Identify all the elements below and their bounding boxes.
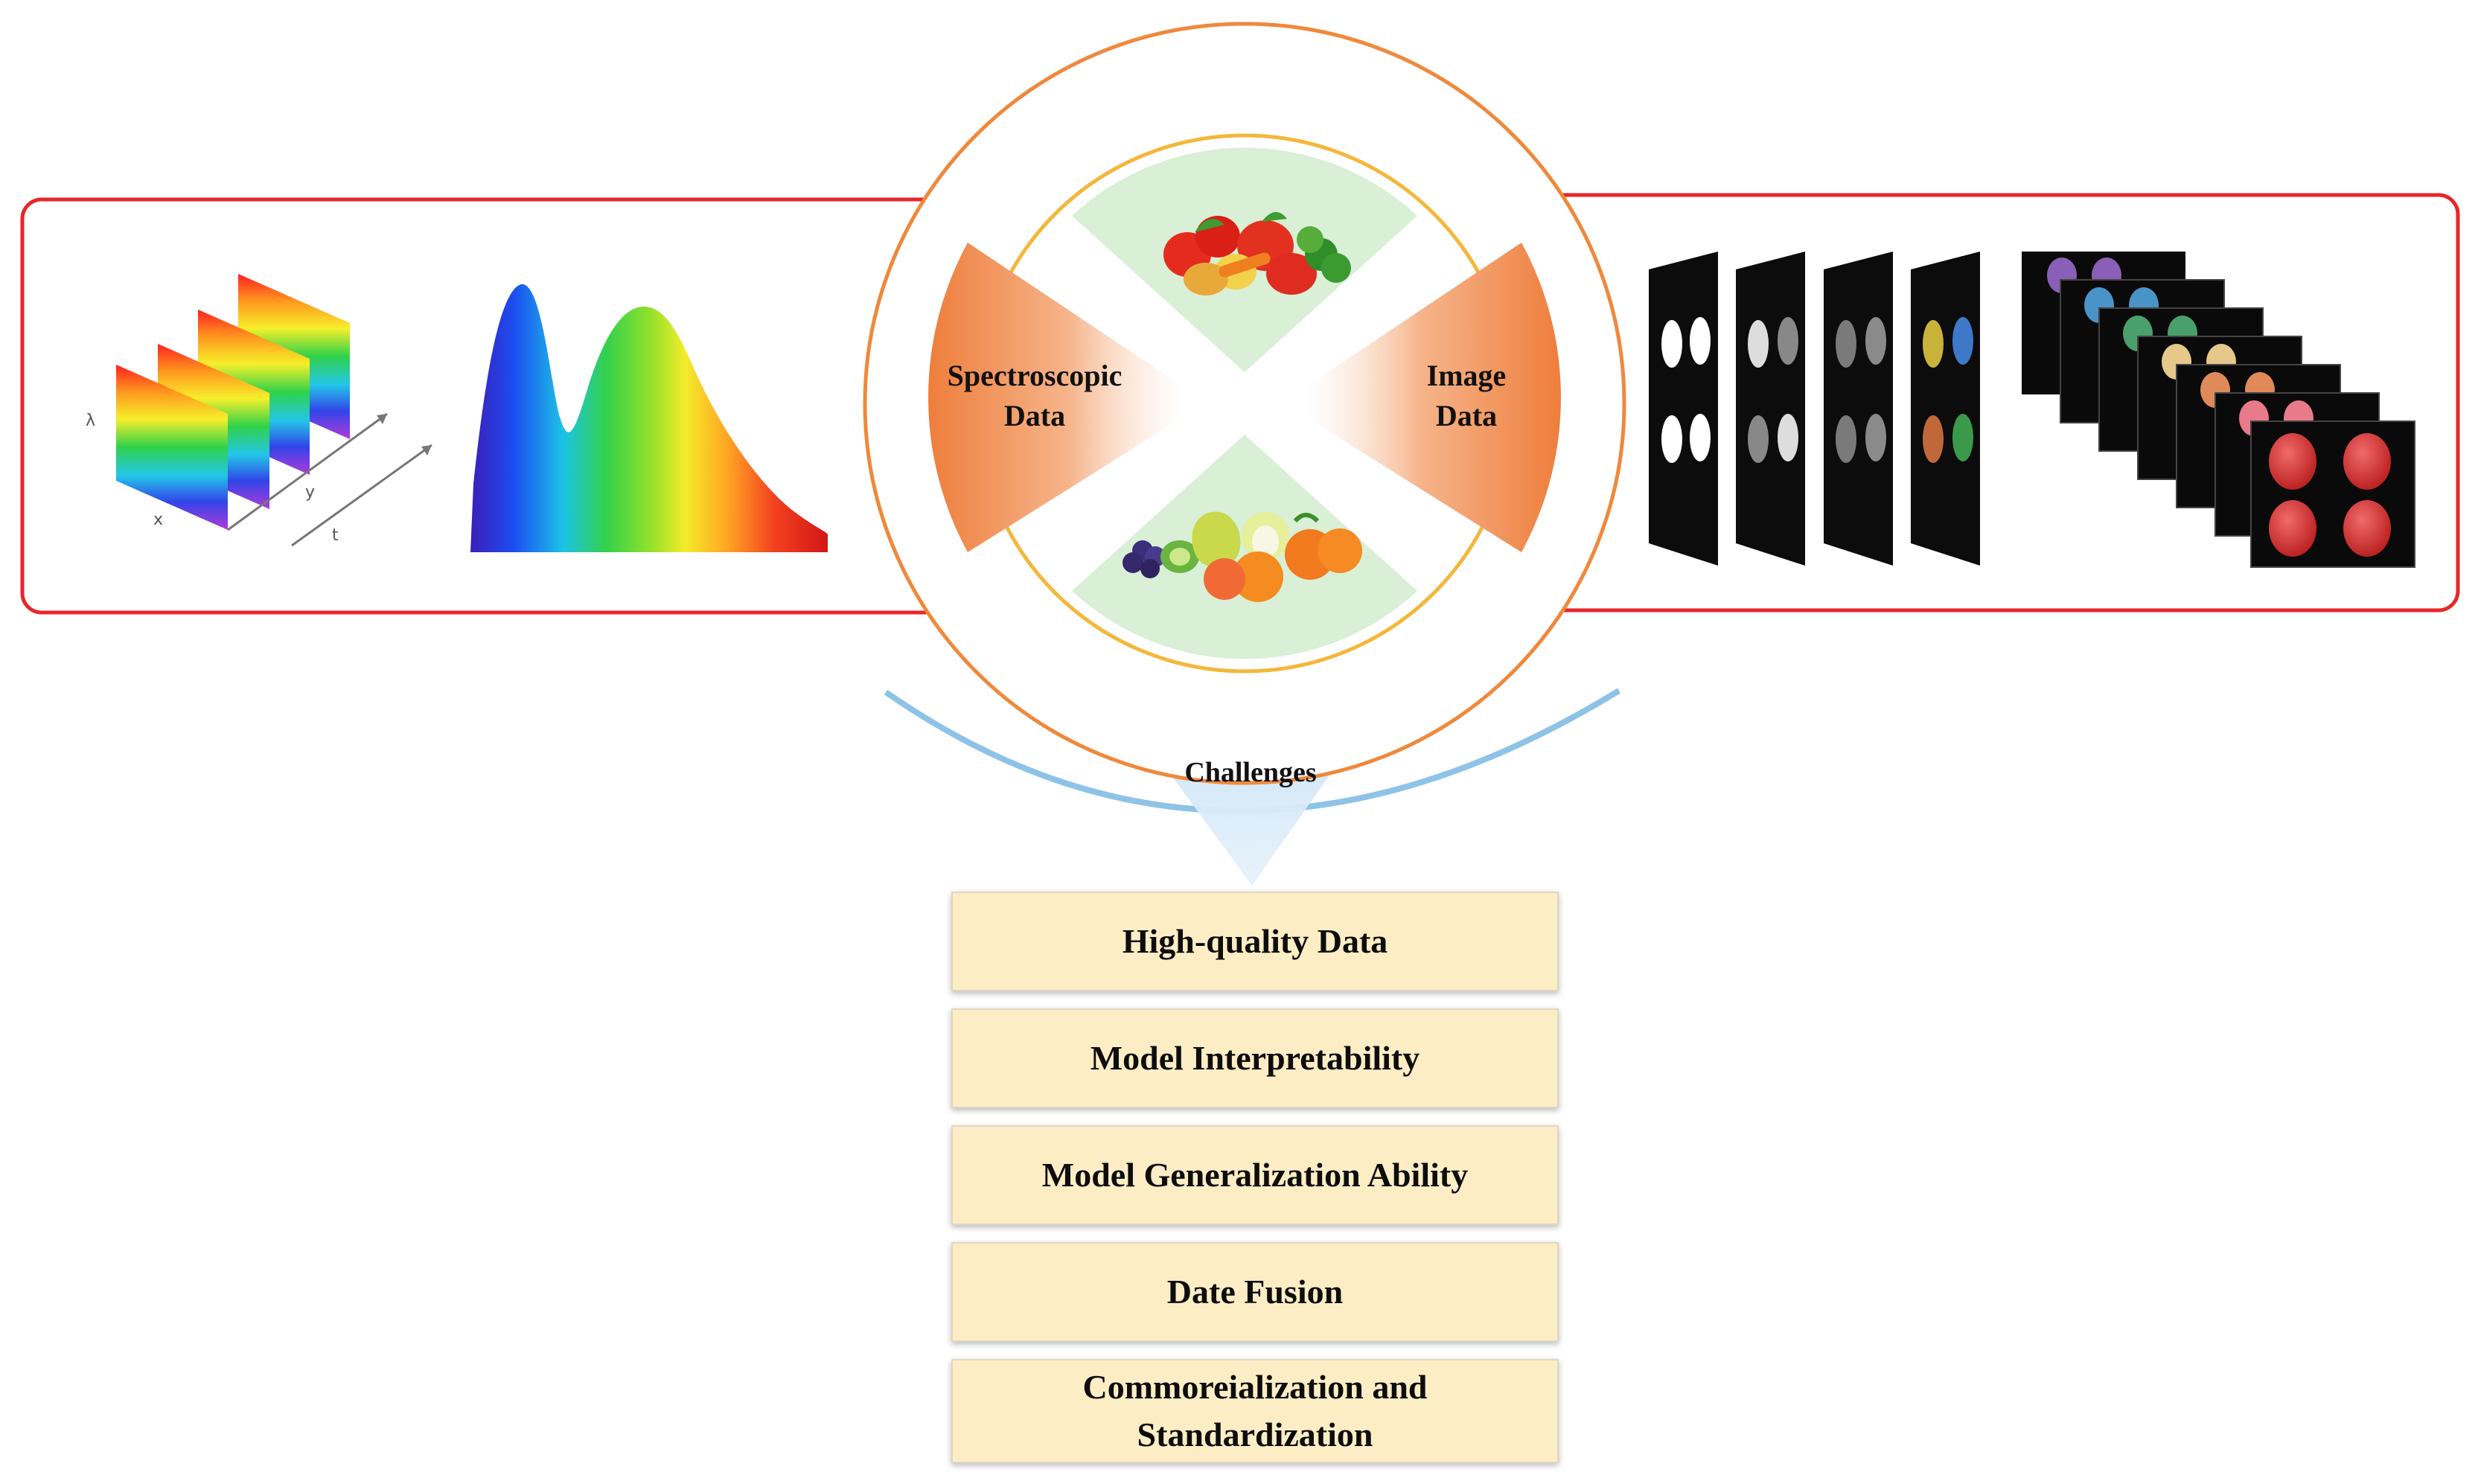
challenges-title: Challenges <box>1184 757 1317 788</box>
challenge-list: High-quality Data Model Interpretability… <box>951 892 1562 1480</box>
challenge-label-line-1: Commoreialization and <box>1082 1368 1428 1406</box>
axis-label-y: y <box>305 483 315 502</box>
spectrum-curve-icon <box>470 284 828 552</box>
axis-label-x: x <box>153 511 163 529</box>
challenge-commercialization: Commoreialization and Standardization <box>951 1359 1559 1463</box>
challenge-data-fusion: Date Fusion <box>951 1242 1559 1342</box>
challenge-label: Model Interpretability <box>1090 1039 1420 1077</box>
spectroscopic-data-label: Spectroscopic Data <box>916 356 1154 436</box>
spectroscopic-label-line-1: Spectroscopic <box>947 359 1123 392</box>
challenge-label: Model Generalization Ability <box>1041 1156 1469 1194</box>
fruits-icon <box>1123 511 1362 602</box>
image-data-label: Image Data <box>1370 356 1563 436</box>
image-label-line-2: Data <box>1435 399 1498 432</box>
axis-label-t: t <box>332 526 339 545</box>
hyperspectral-cube-icon: λ x y t <box>86 274 432 547</box>
challenge-label: Date Fusion <box>1166 1273 1344 1311</box>
left-sector <box>928 243 1184 552</box>
right-sector <box>1306 243 1561 552</box>
segmentation-masks-icon <box>1649 252 1980 566</box>
challenge-label: High-quality Data <box>1122 922 1388 960</box>
image-label-line-1: Image <box>1426 359 1507 392</box>
challenge-label-line-2: Standardization <box>1137 1416 1373 1453</box>
challenge-model-interpretability: Model Interpretability <box>951 1008 1559 1108</box>
challenge-model-generalization: Model Generalization Ability <box>951 1125 1559 1225</box>
axis-label-lambda: λ <box>86 412 95 430</box>
vegetables-icon <box>1163 211 1351 295</box>
challenge-high-quality-data: High-quality Data <box>951 892 1559 991</box>
color-channel-stack-icon <box>2022 252 2415 568</box>
challenge-label-multiline: Commoreialization and Standardization <box>1083 1363 1428 1459</box>
spectroscopic-label-line-2: Data <box>1003 399 1066 432</box>
